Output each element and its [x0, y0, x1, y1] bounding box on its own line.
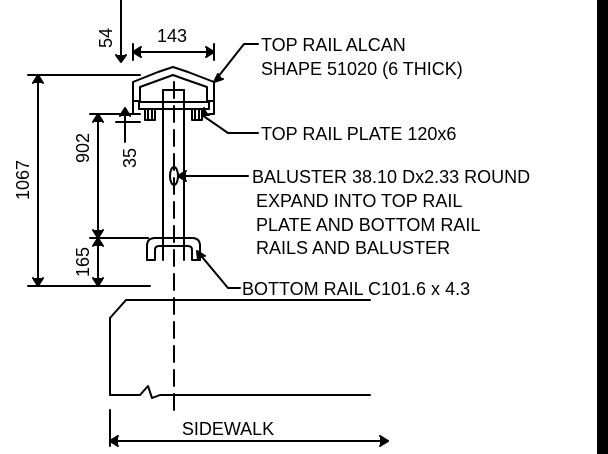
dim-54-text: 54 — [96, 28, 116, 48]
dim-1067-line — [27, 74, 151, 287]
leader-baluster — [177, 170, 249, 182]
dim-35-line — [115, 107, 141, 143]
leader-top-rail-plate — [201, 107, 259, 134]
dim-143-line — [132, 43, 215, 61]
bottom-rail-label: BOTTOM RAIL C101.6 x 4.3 — [242, 279, 470, 299]
dim-902-text: 902 — [73, 133, 93, 163]
sidewalk-slab — [109, 299, 371, 399]
top-rail-plate-label: TOP RAIL PLATE 120x6 — [261, 124, 456, 144]
top-rail-label-line2: SHAPE 51020 (6 THICK) — [261, 59, 463, 79]
baluster-label-line4: RAILS AND BALUSTER — [256, 238, 450, 258]
leader-top-rail — [213, 43, 259, 83]
dim-165-line — [92, 237, 104, 287]
dim-54-line — [115, 0, 127, 63]
dim-902-line — [89, 113, 149, 239]
baluster-label-line1: BALUSTER 38.10 Dx2.33 ROUND — [252, 167, 530, 187]
top-rail-label-line1: TOP RAIL ALCAN — [261, 35, 406, 55]
dim-143-text: 143 — [157, 26, 187, 46]
baluster-label-line3: PLATE AND BOTTOM RAIL — [256, 215, 480, 235]
dim-165-text: 165 — [73, 247, 93, 277]
dim-sidewalk-line — [109, 409, 389, 447]
top-rail-plate — [138, 101, 210, 121]
baluster-label-line2: EXPAND INTO TOP RAIL — [256, 191, 462, 211]
sidewalk-label: SIDEWALK — [182, 419, 274, 439]
leader-bottom-rail — [196, 250, 241, 289]
dim-1067-text: 1067 — [13, 160, 33, 200]
right-border-bar — [597, 0, 608, 454]
dim-35-text: 35 — [120, 148, 140, 168]
